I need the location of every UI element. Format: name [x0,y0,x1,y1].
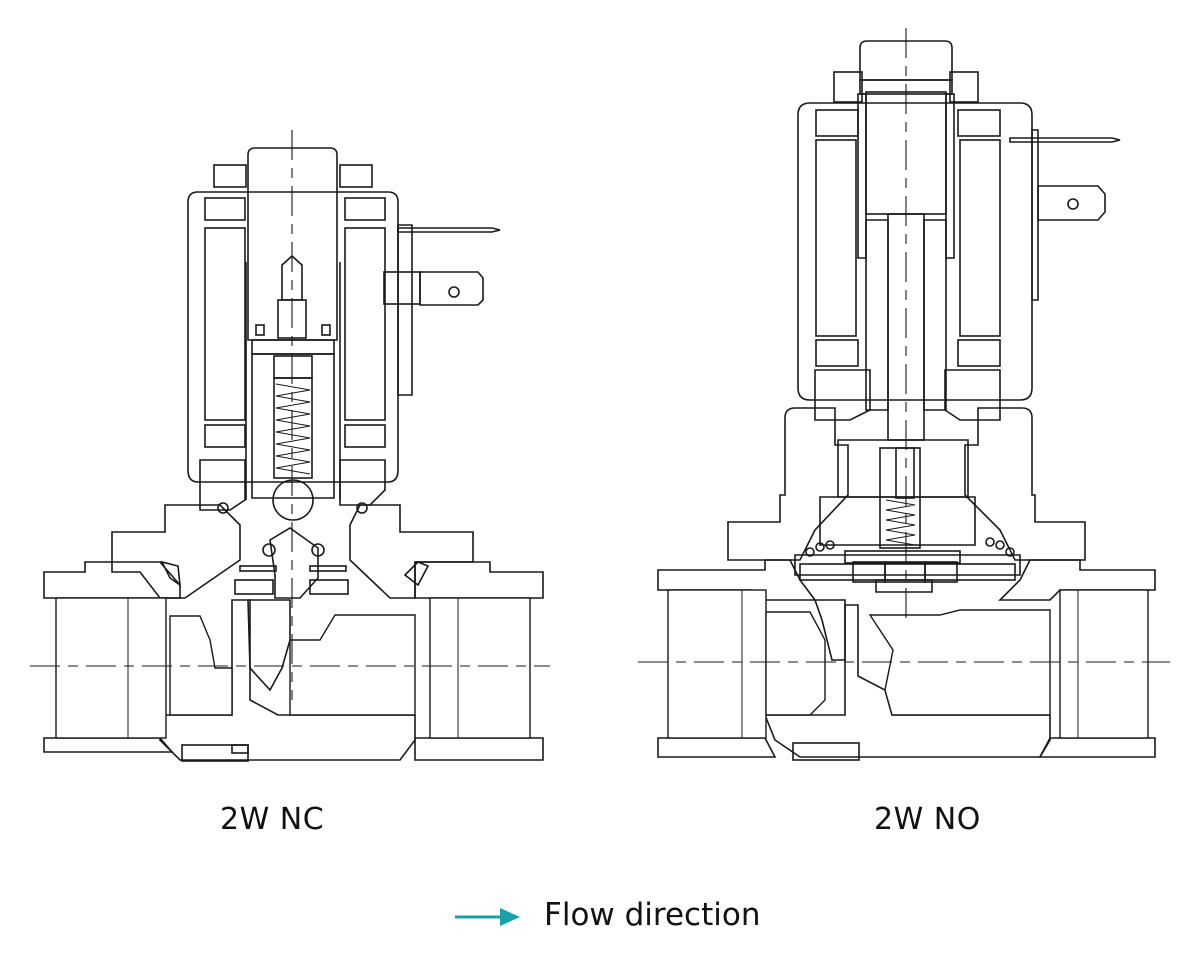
legend: Flow direction [452,893,760,937]
figure-label-nc: 2W NC [220,802,325,837]
valve-body-nc [43,504,544,762]
coil-nc [187,191,413,511]
coil-no [797,102,1039,421]
valve-nc [30,130,550,762]
arrow-right-icon [455,908,520,926]
valve-body-no [657,407,1156,761]
valve-no [638,28,1170,761]
figure-label-no: 2W NO [874,802,981,837]
legend-text: Flow direction [544,897,761,933]
